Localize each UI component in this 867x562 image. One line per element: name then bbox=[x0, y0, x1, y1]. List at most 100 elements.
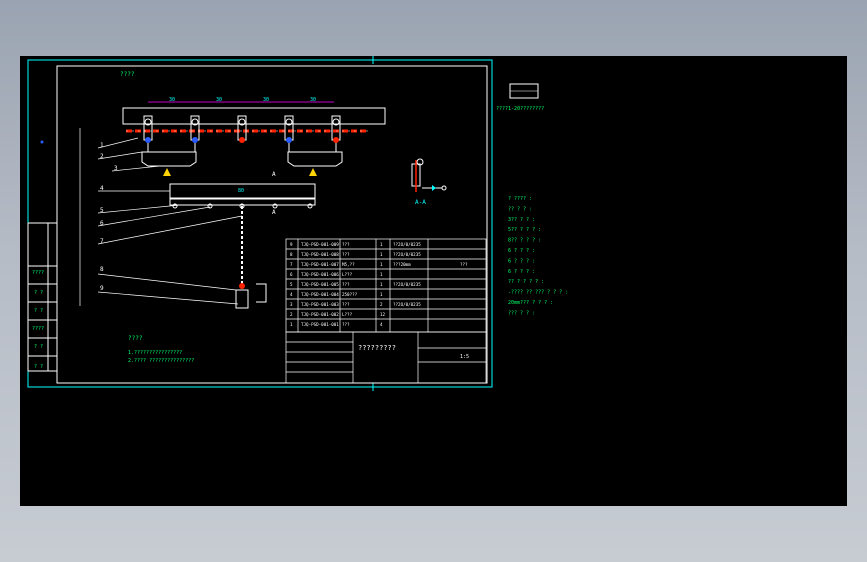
bom-cell: 4 bbox=[380, 322, 383, 327]
callout-label: 8 bbox=[100, 266, 104, 273]
bom-cell: TJQ-PSD-001-007 bbox=[301, 262, 339, 267]
tech-note-title: ???? bbox=[128, 335, 143, 342]
section-view bbox=[411, 158, 447, 192]
legend-item: ??? ? ? : bbox=[508, 310, 535, 316]
shackle bbox=[207, 203, 213, 209]
spreader-bar-lower bbox=[169, 198, 316, 206]
bom-cell: ??2O/0/0235 bbox=[393, 302, 421, 307]
title-block bbox=[285, 331, 487, 384]
drawing-title: ????????? bbox=[358, 344, 396, 352]
dimension-label: 30 bbox=[216, 97, 222, 103]
legend-item: ?? ? ? ? ? : bbox=[508, 279, 544, 285]
bom-cell: 1 bbox=[380, 282, 383, 287]
bom-cell: 3 bbox=[290, 302, 293, 307]
side-label: ? ? bbox=[34, 308, 43, 314]
callout-label: 6 bbox=[100, 220, 104, 227]
trolley bbox=[190, 115, 200, 143]
bom-cell: 4 bbox=[290, 292, 293, 297]
bom-cell: ??? bbox=[342, 282, 350, 287]
dimension-label: 30 bbox=[310, 97, 316, 103]
bom-cell: L??? bbox=[342, 272, 353, 277]
side-label: ???? bbox=[32, 326, 44, 332]
bom-cell: TJQ-PSD-001-009 bbox=[301, 242, 339, 247]
chain-end bbox=[239, 283, 245, 289]
bom-cell: 2 bbox=[290, 312, 293, 317]
bom-cell: ???20mm bbox=[393, 262, 411, 267]
lower-bracket bbox=[256, 283, 267, 303]
bom-cell: L??? bbox=[342, 312, 353, 317]
side-label: ? ? bbox=[34, 344, 43, 350]
legend-item: 20mm??? ? ? ? : bbox=[508, 300, 553, 306]
tech-note-line: 1.???????????????? bbox=[128, 350, 182, 356]
bar-dimension: 80 bbox=[238, 188, 244, 194]
origin-marker bbox=[40, 140, 44, 144]
legend-item: ?? ? ? : bbox=[508, 206, 532, 212]
callout-leaders bbox=[79, 128, 243, 306]
drawing-canvas: ???? ? ? ? ? ???? ? ? ? ? ???? 30 30 30 … bbox=[27, 56, 568, 391]
side-label: ???? bbox=[32, 270, 44, 276]
bom-cell: 1 bbox=[290, 322, 293, 327]
left-strip bbox=[27, 222, 57, 372]
callout-label: 1 bbox=[100, 142, 104, 149]
bom-cell: 1 bbox=[380, 292, 383, 297]
hanger-right bbox=[287, 151, 343, 167]
legend-item: 8?? ? ? ? : bbox=[508, 238, 541, 244]
bom-cell: TJQ-PSD-001-006 bbox=[301, 272, 339, 277]
bom-cell: 9 bbox=[290, 242, 293, 247]
trolley bbox=[331, 115, 341, 143]
legend-item: 5?? ? ? ? : bbox=[508, 227, 541, 233]
bom-cell: ??? bbox=[460, 262, 468, 267]
trolley bbox=[284, 115, 294, 143]
bom-cell: ??? bbox=[342, 302, 350, 307]
bom-cell: ??2O/0/0235 bbox=[393, 282, 421, 287]
bom-cell: ??2O/0/0235 bbox=[393, 252, 421, 257]
bom-cell: TJQ-PSD-001-001 bbox=[301, 322, 339, 327]
bom-cell: 12 bbox=[380, 312, 386, 317]
section-mark: A bbox=[272, 209, 276, 216]
hanger-left bbox=[141, 151, 197, 167]
legend-item: ? ???? : bbox=[508, 196, 532, 202]
bom-cell: 6 bbox=[290, 272, 293, 277]
drawing-scale: 1:5 bbox=[460, 354, 469, 360]
dimension-label: 30 bbox=[263, 97, 269, 103]
right-note: ????1-20???????? bbox=[496, 106, 544, 112]
bom-cell: 1 bbox=[380, 272, 383, 277]
bom-cell: 7 bbox=[290, 262, 293, 267]
bom-cell: ??? bbox=[342, 242, 350, 247]
bom-cell: 1 bbox=[380, 242, 383, 247]
hanger-hook bbox=[309, 168, 317, 176]
rail-beam bbox=[122, 107, 386, 125]
bom-cell: 5 bbox=[290, 282, 293, 287]
side-label: ? ? bbox=[34, 290, 43, 296]
cad-viewport[interactable]: ???? ? ? ? ? ???? ? ? ? ? ???? 30 30 30 … bbox=[20, 56, 847, 506]
legend-item: 6 ? ? ? : bbox=[508, 269, 535, 275]
trolley bbox=[237, 115, 247, 143]
legend-list: ? ???? : ?? ? ? : 3?? ? ? : 5?? ? ? ? : 8?? … bbox=[508, 196, 568, 316]
bom-cell: TJQ-PSD-001-003 bbox=[301, 302, 339, 307]
bom-cell: 1 bbox=[380, 252, 383, 257]
legend-item: 6 ? ? ? : bbox=[508, 248, 535, 254]
sheet-border bbox=[27, 59, 493, 388]
bom-table bbox=[285, 238, 487, 333]
callout-label: 5 bbox=[100, 207, 104, 214]
side-label: ? ? bbox=[34, 364, 43, 370]
legend-item: 3?? ? ? : bbox=[508, 217, 535, 223]
bom-cell: 8 bbox=[290, 252, 293, 257]
bom-cell: TJQ-PSD-001-004 bbox=[301, 292, 339, 297]
bom-cell: ??? bbox=[342, 252, 350, 257]
section-label: A-A bbox=[415, 199, 426, 206]
bom-cell: TJQ-PSD-001-002 bbox=[301, 312, 339, 317]
drawing-frame bbox=[56, 65, 488, 384]
callout-label: 9 bbox=[100, 285, 104, 292]
bom-cell: TJQ-PSD-001-005 bbox=[301, 282, 339, 287]
callout-label: 3 bbox=[114, 165, 118, 172]
drawing-note-top: ???? bbox=[120, 71, 135, 78]
lower-block bbox=[235, 289, 249, 309]
section-mark: A bbox=[272, 171, 276, 178]
hanger-hook bbox=[163, 168, 171, 176]
bom-cell: 2 bbox=[380, 302, 383, 307]
bom-cell: TJQ-PSD-001-008 bbox=[301, 252, 339, 257]
legend-item: 6 ? ? ? : bbox=[508, 258, 535, 264]
callout-label: 7 bbox=[100, 238, 104, 245]
